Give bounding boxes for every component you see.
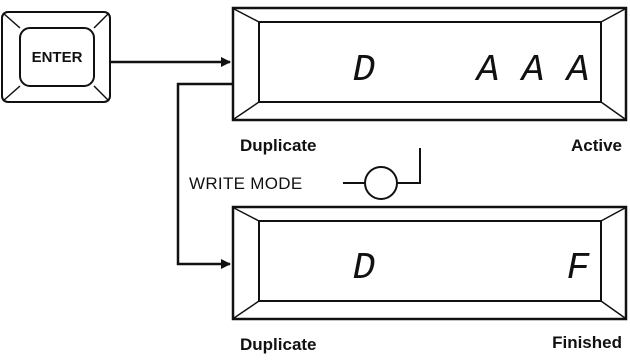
enter-key-label: ENTER xyxy=(32,49,83,66)
display-top-right-char-3: A xyxy=(565,49,590,92)
display-top-right-char-2: A xyxy=(520,49,545,92)
display-bottom-right-char-1: F xyxy=(567,247,591,290)
enter-key[interactable]: ENTER xyxy=(1,11,111,103)
display-top-left-char: D xyxy=(353,49,376,92)
display-top xyxy=(231,6,628,122)
display-top-chars: D A A A xyxy=(353,49,590,92)
display-bottom xyxy=(231,205,628,321)
write-mode-label: WRITE MODE xyxy=(189,174,303,193)
top-caption-left: Duplicate xyxy=(240,136,317,155)
display-bottom-chars: D F xyxy=(353,247,591,290)
display-top-right-char-1: A xyxy=(475,49,500,92)
top-caption-right: Active xyxy=(570,136,622,155)
write-mode-connector xyxy=(397,148,421,184)
display-bottom-left-char: D xyxy=(353,247,376,290)
bottom-caption-left: Duplicate xyxy=(240,335,317,354)
arrow-top-to-bottom-display xyxy=(176,82,233,269)
write-mode-switch[interactable] xyxy=(364,166,398,200)
bottom-caption-right: Finished xyxy=(552,333,622,352)
